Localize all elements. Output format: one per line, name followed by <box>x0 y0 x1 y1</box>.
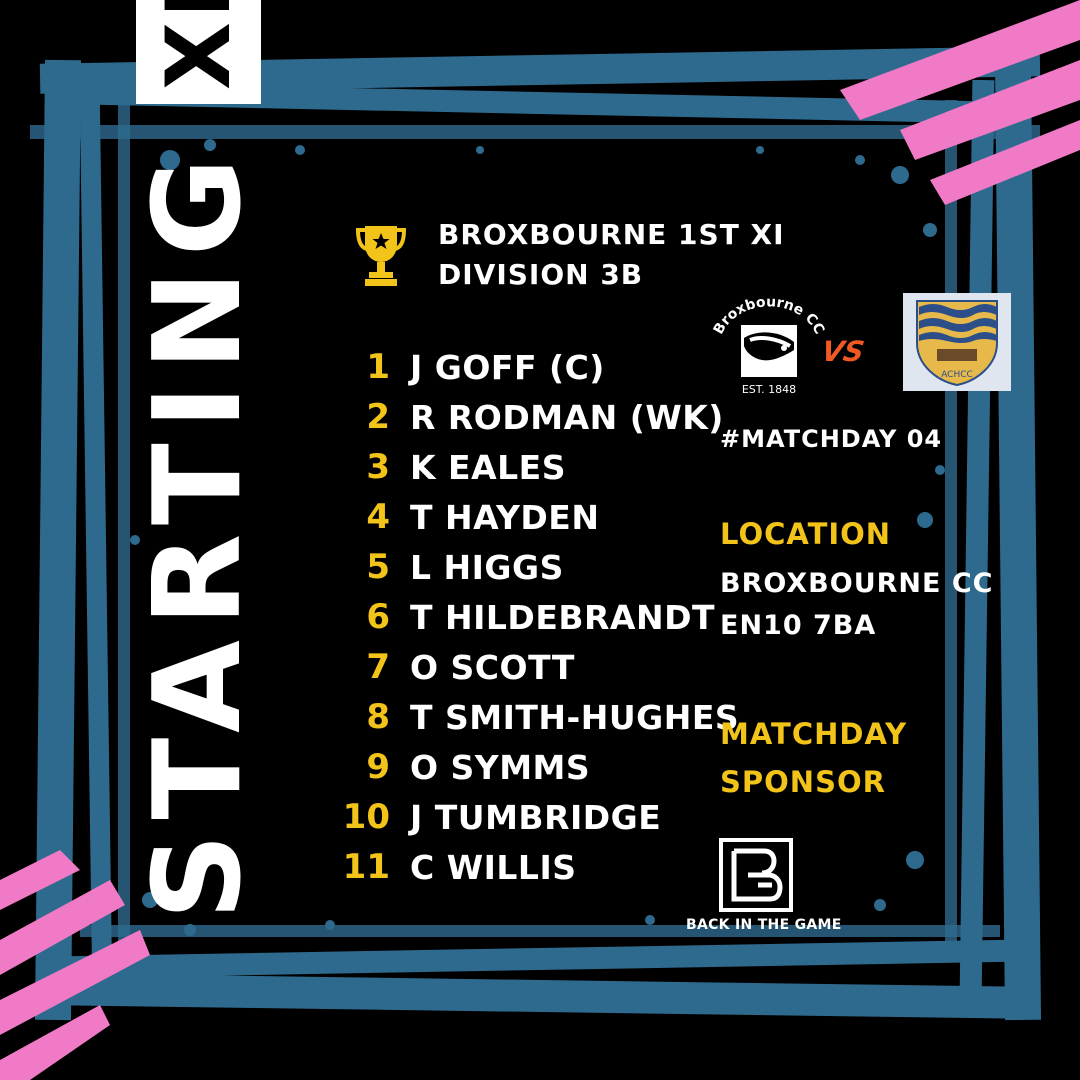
title-xi-box: XI <box>136 0 261 104</box>
player-row: 1 J GOFF (C) <box>340 342 605 392</box>
player-name: K EALES <box>410 447 566 487</box>
player-row: 7 O SCOTT <box>340 642 575 692</box>
player-number: 5 <box>366 547 390 587</box>
player-number: 1 <box>366 347 390 387</box>
player-row: 3 K EALES <box>340 442 566 492</box>
player-name: O SYMMS <box>410 747 591 787</box>
player-name: J GOFF (C) <box>410 347 605 387</box>
player-number: 11 <box>342 847 390 887</box>
player-row: 10 J TUMBRIDGE <box>340 792 661 842</box>
matchday-label: #MATCHDAY 04 <box>720 425 943 453</box>
player-row: 6 T HILDEBRANDT <box>340 592 715 642</box>
broxbourne-cc-logo: Broxbourne CC EST. 1848 <box>711 294 828 396</box>
achcc-shield: ACHCC <box>916 300 998 387</box>
sponsor-label-line2: SPONSOR <box>720 765 886 799</box>
player-number: 6 <box>366 597 390 637</box>
player-number: 10 <box>342 797 390 837</box>
player-row: 4 T HAYDEN <box>340 492 599 542</box>
player-number: 4 <box>366 497 390 537</box>
team-name: BROXBOURNE 1ST XI <box>438 218 785 251</box>
location-venue: BROXBOURNE CC <box>720 568 994 599</box>
player-number: 3 <box>366 447 390 487</box>
sponsor-name: BACK IN THE GAME <box>686 917 842 933</box>
title-starting: STARTING <box>129 143 268 920</box>
division-name: DIVISION 3B <box>438 258 644 291</box>
player-name: R RODMAN (WK) <box>410 397 724 437</box>
player-row: 11 C WILLIS <box>340 842 577 892</box>
player-name: L HIGGS <box>410 547 564 587</box>
logo-est-text: EST. 1848 <box>742 383 796 396</box>
location-postcode: EN10 7BA <box>720 610 877 641</box>
player-name: T HAYDEN <box>410 497 600 537</box>
player-row: 8 T SMITH-HUGHES <box>340 692 739 742</box>
player-row: 9 O SYMMS <box>340 742 590 792</box>
vertical-title: STARTING XI <box>129 0 268 920</box>
location-label: LOCATION <box>720 517 892 551</box>
player-number: 7 <box>366 647 390 687</box>
player-row: 5 L HIGGS <box>340 542 564 592</box>
player-name: T SMITH-HUGHES <box>410 697 740 737</box>
sponsor-logo-mark <box>719 838 793 912</box>
player-name: J TUMBRIDGE <box>410 797 662 837</box>
player-name: O SCOTT <box>410 647 575 687</box>
vs-label: VS <box>819 335 867 368</box>
player-name: T HILDEBRANDT <box>410 597 715 637</box>
player-number: 8 <box>366 697 390 737</box>
away-logo-text: ACHCC <box>941 370 973 380</box>
player-number: 9 <box>366 747 390 787</box>
trophy-icon <box>355 226 407 286</box>
title-xi-text: XI <box>147 0 250 91</box>
away-club-logo: ACHCC <box>903 293 1011 391</box>
player-row: 2 R RODMAN (WK) <box>340 392 724 442</box>
player-name: C WILLIS <box>410 847 577 887</box>
player-number: 2 <box>366 397 390 437</box>
sponsor-label-line1: MATCHDAY <box>720 717 908 751</box>
